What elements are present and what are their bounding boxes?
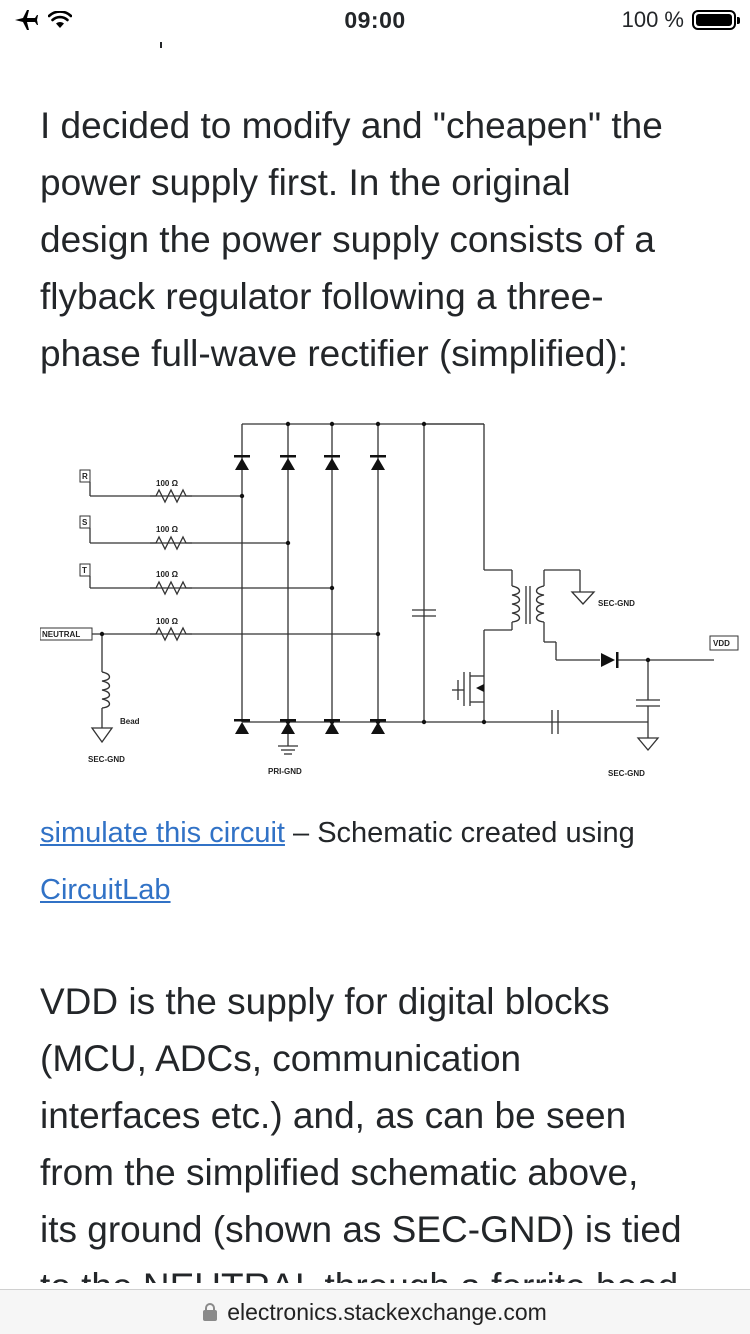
resistor-label: 100 Ω bbox=[156, 617, 179, 626]
schematic-label-sec-gnd: SEC-GND bbox=[88, 755, 125, 764]
lock-icon bbox=[203, 1303, 218, 1321]
caption-text: – Schematic created using bbox=[284, 817, 635, 849]
resistor-label: 100 Ω bbox=[156, 570, 179, 579]
paragraph-line: VDD is the supply for digital blocks bbox=[40, 981, 610, 1022]
circuitlab-link[interactable]: CircuitLab bbox=[40, 874, 171, 906]
status-time: 09:00 bbox=[344, 7, 406, 33]
schematic-label-pri-gnd: PRI-GND bbox=[268, 767, 302, 776]
wifi-icon bbox=[48, 11, 72, 28]
schematic-caption: simulate this circuit – Schematic create… bbox=[40, 805, 740, 919]
clipped-text-fragment bbox=[160, 42, 162, 48]
schematic-label-t: T bbox=[82, 566, 87, 575]
simulate-circuit-link[interactable]: simulate this circuit bbox=[40, 817, 285, 849]
status-right: 100 % bbox=[621, 6, 740, 34]
battery-percentage: 100 % bbox=[621, 7, 684, 32]
paragraph-line: its ground (shown as SEC-GND) is tied bbox=[40, 1209, 682, 1250]
paragraph-vdd-explanation: VDD is the supply for digital blocks (MC… bbox=[40, 973, 682, 1283]
airplane-icon bbox=[15, 10, 38, 30]
browser-url-bar[interactable]: electronics.stackexchange.com bbox=[0, 1289, 750, 1334]
url-domain[interactable]: electronics.stackexchange.com bbox=[227, 1298, 547, 1325]
battery-icon bbox=[692, 10, 740, 30]
schematic-label-vdd: VDD bbox=[713, 639, 730, 648]
schematic-label-sec-gnd: SEC-GND bbox=[608, 769, 645, 778]
paragraph-line: I decided to modify and "cheapen" the bbox=[40, 105, 663, 146]
schematic-label-bead: Bead bbox=[120, 717, 140, 726]
paragraph-intro: I decided to modify and "cheapen" the po… bbox=[40, 97, 663, 382]
resistor-label: 100 Ω bbox=[156, 479, 179, 488]
battery-level-fill bbox=[696, 14, 732, 26]
paragraph-line: phase full-wave rectifier (simplified): bbox=[40, 333, 629, 374]
paragraph-line: power supply first. In the original bbox=[40, 162, 571, 203]
paragraph-line: design the power supply consists of a bbox=[40, 219, 655, 260]
paragraph-line: (MCU, ADCs, communication bbox=[40, 1038, 522, 1079]
schematic-label-s: S bbox=[82, 518, 88, 527]
status-bar: 09:00 100 % bbox=[0, 0, 750, 40]
paragraph-line: from the simplified schematic above, bbox=[40, 1152, 639, 1193]
paragraph-line: flyback regulator following a three- bbox=[40, 276, 604, 317]
resistor-label: 100 Ω bbox=[156, 525, 179, 534]
paragraph-line: to the NEUTRAL through a ferrite bead bbox=[40, 1258, 682, 1283]
paragraph-clip: VDD is the supply for digital blocks (MC… bbox=[40, 973, 740, 1283]
status-left bbox=[14, 6, 72, 34]
schematic-label-neutral: NEUTRAL bbox=[42, 630, 80, 639]
schematic-label-r: R bbox=[82, 472, 88, 481]
schematic-label-sec-gnd: SEC-GND bbox=[598, 599, 635, 608]
circuit-schematic: R S T NEUTRAL 100 Ω 100 Ω 100 Ω 100 Ω Be… bbox=[40, 421, 739, 778]
paragraph-line: interfaces etc.) and, as can be seen bbox=[40, 1095, 627, 1136]
